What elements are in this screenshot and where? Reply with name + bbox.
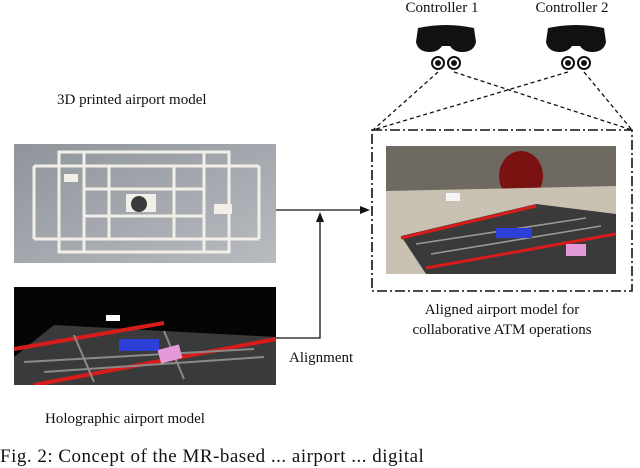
- printed-model-photo: [14, 144, 276, 263]
- holographic-model-photo: [14, 287, 276, 385]
- holographic-model-label: Holographic airport model: [45, 411, 205, 427]
- controller-2-headset-icon: [546, 25, 606, 70]
- controller-1-label: Controller 1: [405, 0, 479, 16]
- aligned-model-frame: [371, 129, 633, 292]
- aligned-model-label-line2: collaborative ATM operations: [412, 322, 592, 338]
- arrow-head-right: [360, 206, 370, 214]
- alignment-arrows: [276, 209, 360, 339]
- controller-2-label: Controller 2: [535, 0, 609, 16]
- alignment-label: Alignment: [289, 350, 354, 366]
- aligned-model-label-line1: Aligned airport model for: [424, 302, 580, 318]
- printed-model-label: 3D printed airport model: [57, 92, 207, 108]
- controller-1-headset-icon: [416, 25, 476, 70]
- sight-lines: [372, 71, 633, 131]
- figure-caption: Fig. 2: Concept of the MR-based ... airp…: [0, 446, 425, 467]
- arrow-head-up: [316, 212, 324, 222]
- aligned-model-photo: [386, 146, 616, 274]
